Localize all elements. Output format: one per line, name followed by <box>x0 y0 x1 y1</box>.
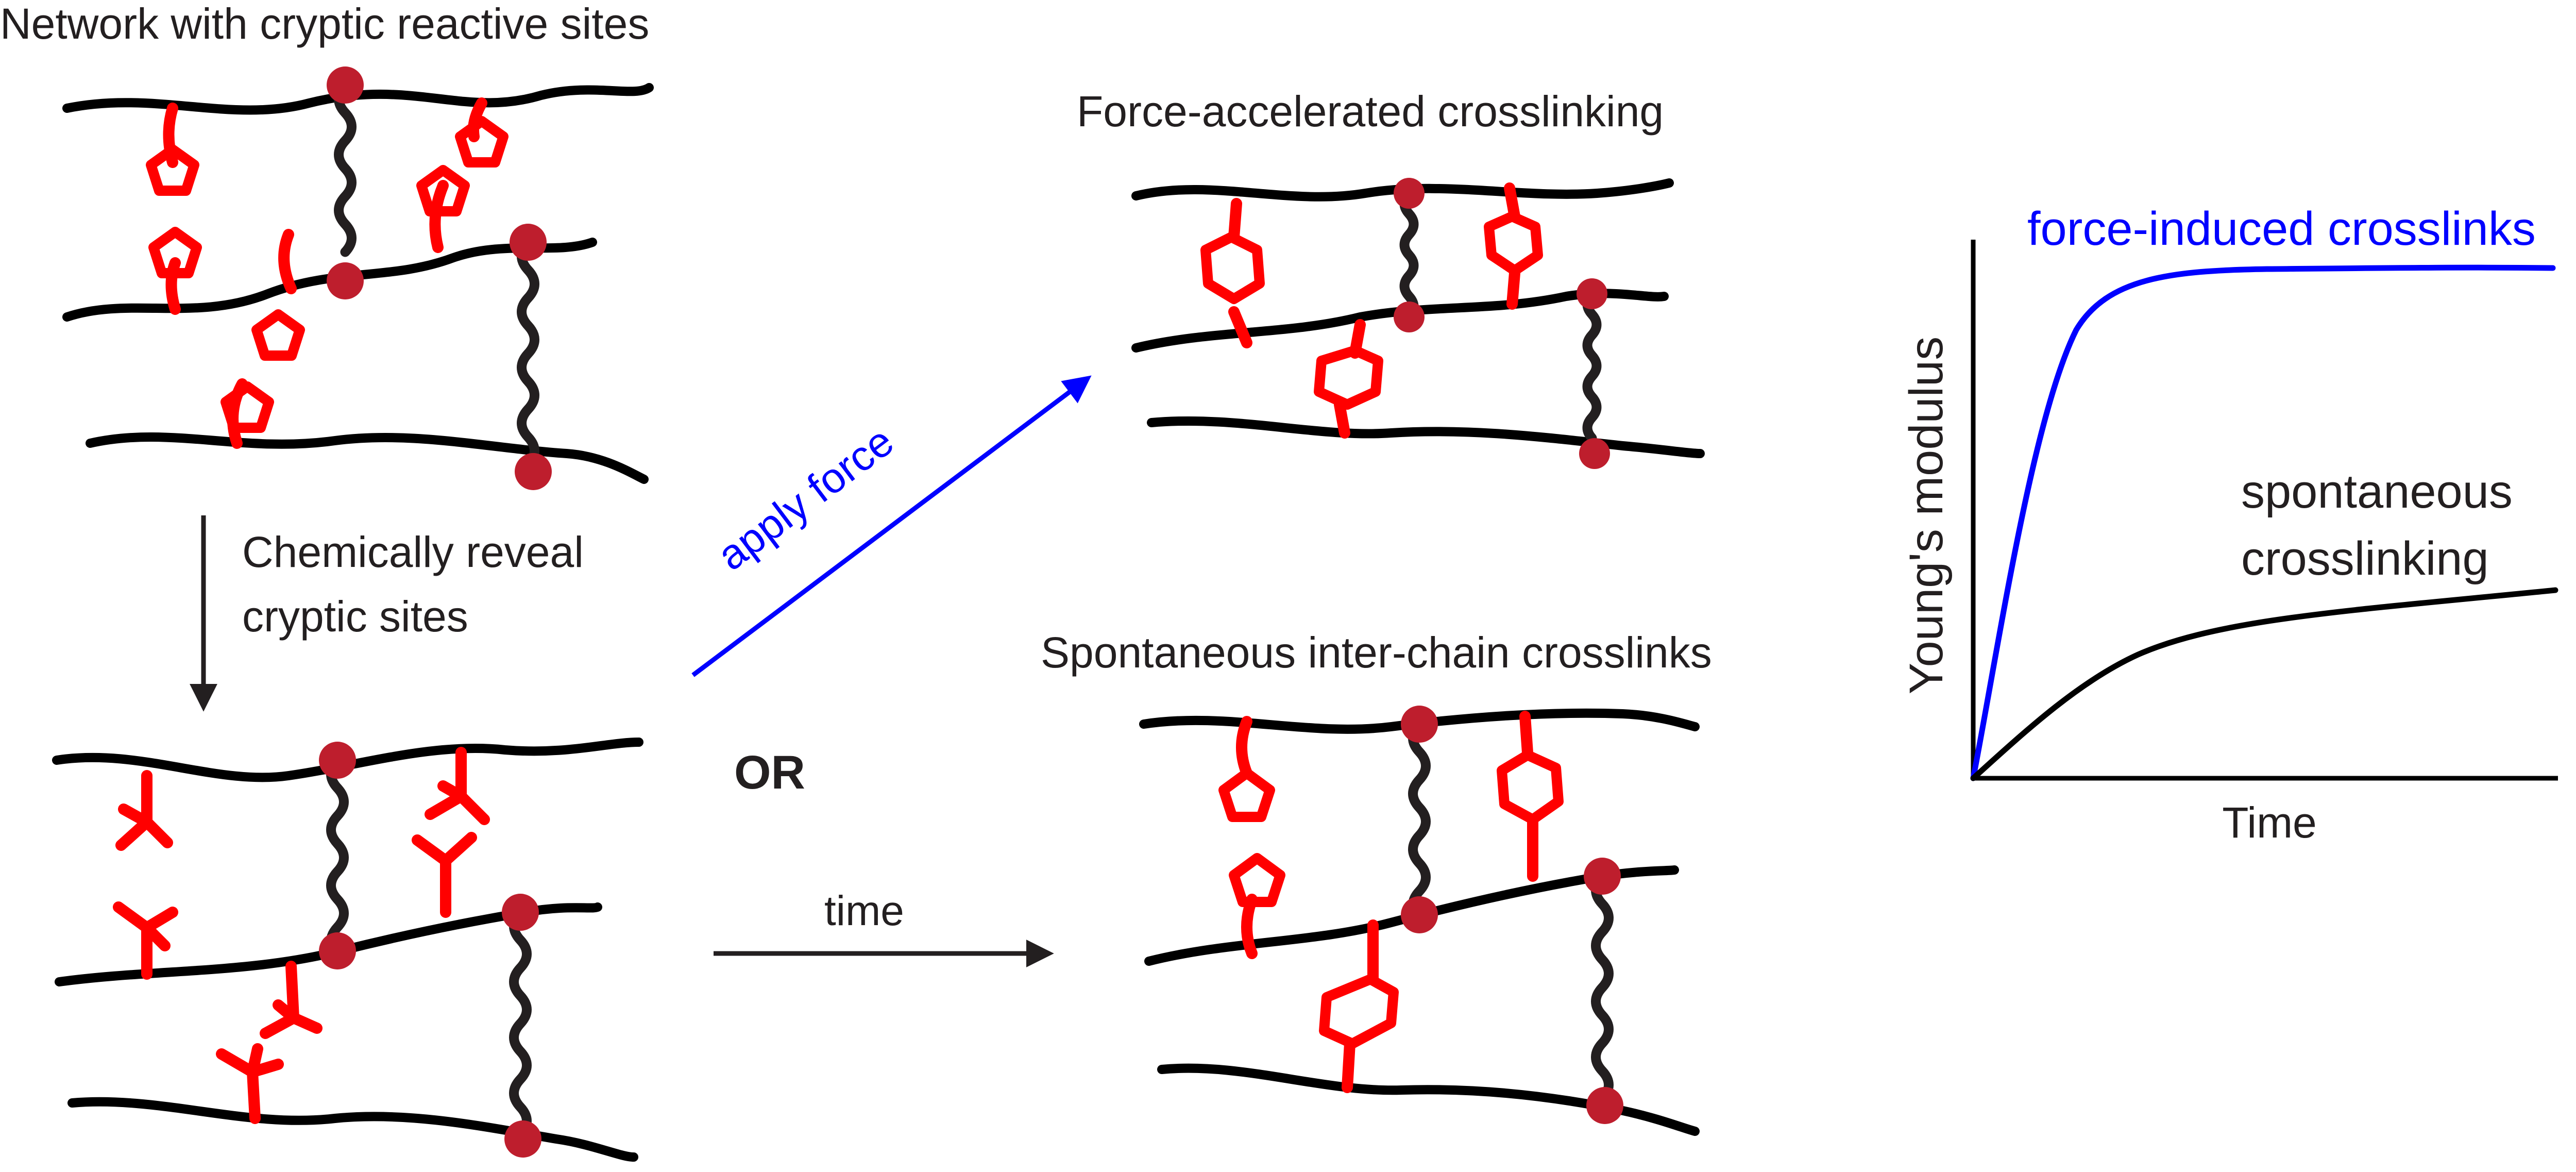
polymer-chain <box>55 902 602 986</box>
polymer-chain <box>67 1097 638 1162</box>
crosslink-tether <box>1582 289 1602 443</box>
crosslink-node <box>327 262 364 299</box>
crosslink-tether <box>509 907 532 1140</box>
revealed-site <box>115 770 173 851</box>
crosslink-node <box>1401 896 1438 933</box>
crosslink-tether <box>334 80 357 257</box>
cryptic-site <box>416 165 470 253</box>
time-label: time <box>824 888 904 934</box>
network-title: Network with cryptic reactive sites <box>0 0 649 48</box>
revealed-site <box>216 1043 284 1124</box>
panel-cryptic-network <box>62 66 654 490</box>
polymer-chain <box>1157 1063 1700 1136</box>
reveal-label-line2: cryptic sites <box>242 592 468 641</box>
x-axis-label: Time <box>2222 798 2317 847</box>
crosslink-tether <box>326 755 349 960</box>
revealed-site <box>260 961 323 1039</box>
spontaneous-crosslink <box>1497 711 1564 882</box>
force-crosslink <box>1484 182 1543 310</box>
revealed-site <box>425 747 490 825</box>
crosslink-node <box>319 742 356 779</box>
reveal-label-line1: Chemically reveal <box>242 528 584 576</box>
crosslink-node <box>1586 1087 1623 1124</box>
crosslink-node <box>327 66 364 104</box>
revealed-site <box>412 832 477 918</box>
crosslink-tether <box>1591 871 1614 1104</box>
cryptic-site <box>1229 853 1285 959</box>
crosslink-node <box>1584 858 1621 895</box>
apply-force-arrow <box>691 375 1092 677</box>
spontaneous-crosslink <box>1319 919 1399 1093</box>
panel-revealed-network <box>52 738 643 1162</box>
polymer-chain <box>1147 416 1705 458</box>
crosslink-node <box>515 453 552 490</box>
spontaneous-series-label-line1: spontaneous <box>2241 465 2513 518</box>
crosslink-node <box>1577 278 1607 309</box>
cryptic-site <box>1218 716 1275 822</box>
cryptic-site <box>251 229 305 361</box>
polymer-chain <box>62 83 654 115</box>
crosslink-node <box>504 1120 541 1158</box>
apply-force-label: apply force <box>709 417 902 579</box>
polymer-chain <box>52 738 643 782</box>
modulus-chart: force-induced crosslinks spontaneous cro… <box>1900 203 2558 847</box>
spontaneous-curve <box>1970 587 2558 781</box>
polymer-chain <box>86 432 649 484</box>
panel-spontaneous-crosslinked <box>1139 706 1700 1136</box>
crosslink-node <box>1394 178 1425 209</box>
polymer-chain <box>1131 178 1674 202</box>
crosslink-node <box>1394 302 1425 332</box>
panel-force-crosslinked <box>1131 178 1705 469</box>
crosslink-node <box>319 932 356 969</box>
spont-title: Spontaneous inter-chain crosslinks <box>1041 628 1712 677</box>
crosslink-node <box>1401 706 1438 743</box>
crosslink-node <box>510 224 547 261</box>
crosslink-tether <box>1399 188 1419 322</box>
crosslink-tether <box>1408 719 1431 924</box>
crosslink-node <box>502 894 539 931</box>
force-series-label: force-induced crosslinks <box>2027 203 2536 255</box>
y-axis-label: Young's modulus <box>1900 337 1953 694</box>
or-label: OR <box>734 746 805 799</box>
force-crosslink <box>1314 319 1383 439</box>
force-induced-curve <box>1970 264 2556 781</box>
crosslink-tether <box>517 237 539 470</box>
force-title: Force-accelerated crosslinking <box>1077 87 1664 136</box>
spontaneous-series-label-line2: crosslinking <box>2241 532 2489 585</box>
revealed-site <box>113 901 178 980</box>
force-crosslink <box>1200 198 1265 348</box>
crosslink-node <box>1579 438 1610 469</box>
cryptic-site <box>221 378 274 449</box>
cryptic-site <box>455 97 509 168</box>
cryptic-site <box>148 227 202 315</box>
cryptic-site <box>146 103 199 196</box>
